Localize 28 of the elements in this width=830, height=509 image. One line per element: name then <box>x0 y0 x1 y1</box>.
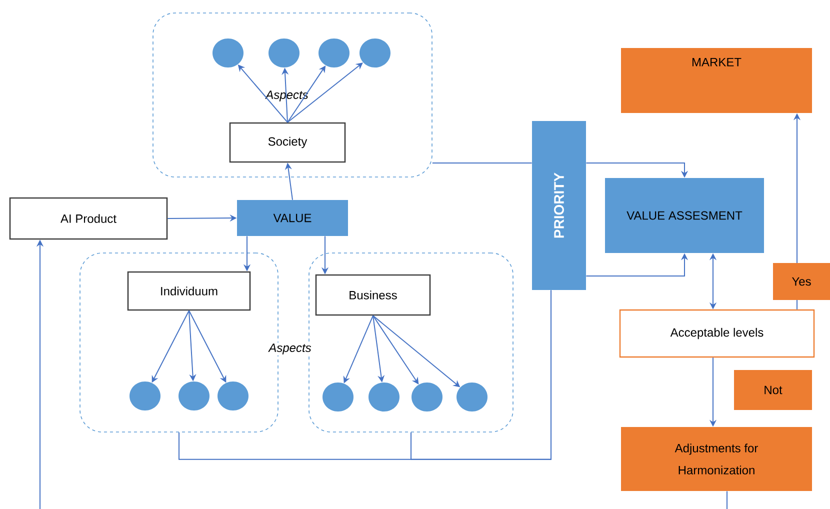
edge-label: Not <box>734 370 812 410</box>
value-box: VALUE <box>237 200 348 236</box>
market-box: MARKET <box>621 48 812 113</box>
adjustment-box: Adjustments for Harmonization <box>621 427 812 491</box>
circle-node <box>322 382 354 412</box>
process-box: Individuum <box>127 271 251 311</box>
circle-node <box>268 38 300 68</box>
connector-line <box>410 290 552 460</box>
circle-node <box>218 382 248 410</box>
assessment-box: VALUE ASSESMENT <box>605 178 764 253</box>
connector-line <box>432 162 532 164</box>
dashed-group-box <box>152 12 432 178</box>
circle-node <box>318 38 350 68</box>
aspects-label: Aspects <box>268 342 312 356</box>
circle-node <box>360 38 390 68</box>
connector-line <box>726 490 728 509</box>
edge-label: Yes <box>773 263 830 300</box>
priority-bar: PRIORITY <box>532 121 586 290</box>
circle-node <box>130 382 160 410</box>
circle-node <box>212 38 244 68</box>
circle-node <box>412 382 442 412</box>
circle-node <box>368 382 400 412</box>
process-box: Business <box>315 274 431 316</box>
process-box: Society <box>229 122 346 163</box>
circle-node <box>178 382 210 410</box>
process-box: AI Product <box>9 197 168 240</box>
decision-box: Acceptable levels <box>619 309 815 358</box>
circle-node <box>456 382 488 412</box>
